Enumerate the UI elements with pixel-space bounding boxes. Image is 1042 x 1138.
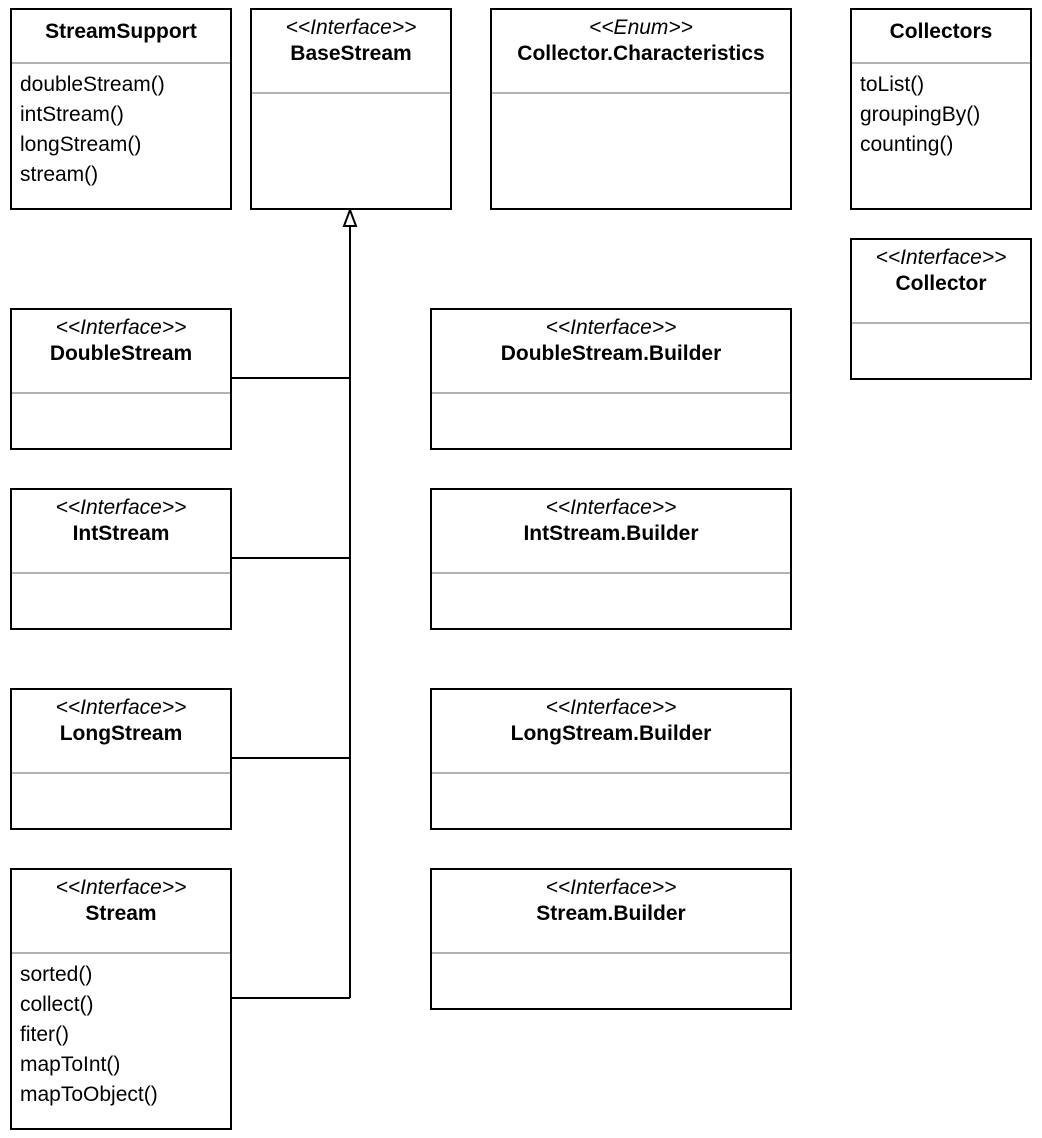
class-collector-characteristics[interactable]: <<Enum>> Collector.Characteristics — [490, 8, 792, 210]
class-stereotype: <<Interface>> — [545, 876, 677, 899]
class-stereotype: <<Interface>> — [55, 876, 187, 899]
method-item: collect() — [20, 993, 94, 1016]
class-header: <<Interface>> IntStream — [12, 490, 230, 574]
class-double-stream-builder[interactable]: <<Interface>> DoubleStream.Builder — [430, 308, 792, 450]
method-compartment: sorted() collect() fiter() mapToInt() ma… — [12, 954, 230, 1110]
class-name: Stream.Builder — [536, 902, 686, 925]
class-double-stream[interactable]: <<Interface>> DoubleStream — [10, 308, 232, 450]
class-stream[interactable]: <<Interface>> Stream sorted() collect() … — [10, 868, 232, 1130]
class-header: <<Interface>> BaseStream — [252, 10, 450, 94]
class-name: StreamSupport — [45, 20, 197, 43]
method-item: longStream() — [20, 133, 142, 156]
class-stereotype: <<Interface>> — [55, 696, 187, 719]
class-stereotype: <<Interface>> — [55, 496, 187, 519]
class-header: <<Enum>> Collector.Characteristics — [492, 10, 790, 94]
class-collectors[interactable]: Collectors toList() groupingBy() countin… — [850, 8, 1032, 210]
method-item: mapToObject() — [20, 1083, 158, 1106]
class-header: <<Interface>> LongStream — [12, 690, 230, 774]
class-header: <<Interface>> Stream — [12, 870, 230, 954]
class-base-stream[interactable]: <<Interface>> BaseStream — [250, 8, 452, 210]
class-stereotype: <<Interface>> — [545, 316, 677, 339]
class-stereotype: <<Interface>> — [55, 316, 187, 339]
method-item: fiter() — [20, 1023, 69, 1046]
class-header: StreamSupport — [12, 10, 230, 64]
class-name: BaseStream — [290, 42, 412, 65]
method-item: intStream() — [20, 103, 124, 126]
method-item: counting() — [860, 133, 954, 156]
class-name: Collector — [895, 272, 987, 295]
class-long-stream-builder[interactable]: <<Interface>> LongStream.Builder — [430, 688, 792, 830]
class-stereotype: <<Interface>> — [545, 496, 677, 519]
method-compartment: doubleStream() intStream() longStream() … — [12, 64, 230, 190]
class-stereotype: <<Interface>> — [875, 246, 1007, 269]
method-item: doubleStream() — [20, 73, 165, 96]
method-item: sorted() — [20, 963, 93, 986]
method-item: mapToInt() — [20, 1053, 121, 1076]
class-header: Collectors — [852, 10, 1030, 64]
class-name: Collectors — [889, 20, 993, 43]
class-stream-builder[interactable]: <<Interface>> Stream.Builder — [430, 868, 792, 1010]
class-header: <<Interface>> Stream.Builder — [432, 870, 790, 954]
class-header: <<Interface>> IntStream.Builder — [432, 490, 790, 574]
class-int-stream-builder[interactable]: <<Interface>> IntStream.Builder — [430, 488, 792, 630]
class-name: DoubleStream.Builder — [500, 342, 722, 365]
class-stereotype: <<Interface>> — [285, 16, 417, 39]
class-stereotype: <<Interface>> — [545, 696, 677, 719]
class-header: <<Interface>> DoubleStream — [12, 310, 230, 394]
inheritance-arrowhead — [342, 207, 358, 227]
class-name: LongStream.Builder — [510, 722, 712, 745]
method-item: groupingBy() — [860, 103, 981, 126]
method-compartment: toList() groupingBy() counting() — [852, 64, 1030, 160]
class-name: DoubleStream — [49, 342, 193, 365]
class-header: <<Interface>> LongStream.Builder — [432, 690, 790, 774]
class-name: IntStream.Builder — [523, 522, 699, 545]
class-stream-support[interactable]: StreamSupport doubleStream() intStream()… — [10, 8, 232, 210]
class-collector[interactable]: <<Interface>> Collector — [850, 238, 1032, 380]
class-name: IntStream — [72, 522, 170, 545]
class-name: LongStream — [59, 722, 183, 745]
class-long-stream[interactable]: <<Interface>> LongStream — [10, 688, 232, 830]
class-name: Collector.Characteristics — [517, 42, 765, 65]
method-item: stream() — [20, 163, 99, 186]
class-header: <<Interface>> DoubleStream.Builder — [432, 310, 790, 394]
class-header: <<Interface>> Collector — [852, 240, 1030, 324]
class-int-stream[interactable]: <<Interface>> IntStream — [10, 488, 232, 630]
method-item: toList() — [860, 73, 925, 96]
class-name: Stream — [85, 902, 157, 925]
class-stereotype: <<Enum>> — [589, 16, 693, 39]
